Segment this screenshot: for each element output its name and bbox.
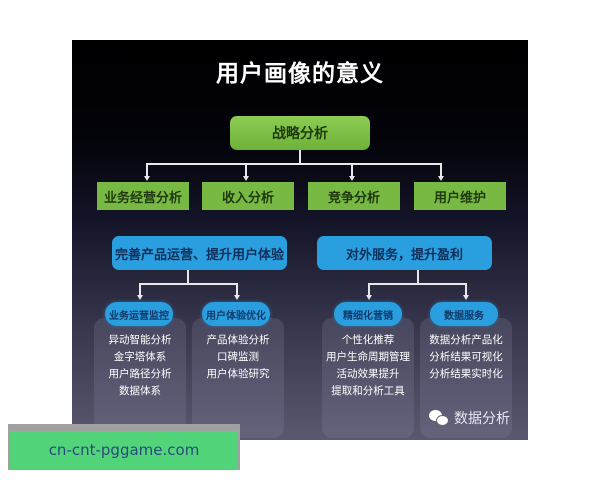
list-item: 分析结果实时化 [429,368,503,380]
connector [417,270,419,284]
watermark-banner: cn-cnt-pggame.com [8,424,240,470]
diagram-title: 用户画像的意义 [216,61,384,87]
connector [440,163,442,176]
connector [245,163,247,176]
node-competition-analysis: 竞争分析 [308,182,400,210]
arrow-icon [234,295,240,300]
arrow-icon [349,176,355,181]
node-business-analysis: 业务经营分析 [97,182,189,210]
connector [236,283,238,295]
list-item: 分析结果可视化 [429,351,503,363]
arrow-icon [144,176,150,181]
node-user-maintenance: 用户维护 [414,182,506,210]
root-label: 战略分析 [272,126,328,142]
list-item: 个性化推荐 [341,334,395,346]
list-item: 异动智能分析 [108,334,172,346]
list-item: 活动效果提升 [336,368,400,380]
goal-label: 完善产品运营、提升用户体验 [114,247,284,263]
watermark-text: cn-cnt-pggame.com [10,431,238,469]
connector [139,283,141,295]
list-item: 产品体验分析 [206,334,270,346]
connector [465,283,467,295]
card-title: 数据服务 [430,302,498,326]
arrow-icon [137,295,143,300]
connector [139,283,238,285]
list-item: 数据分析产品化 [429,334,503,346]
card-ux-optimization [192,318,284,438]
card-items: 异动智能分析 金字塔体系 用户路径分析 数据体系 [94,332,186,400]
connector [368,283,467,285]
goal-external-service: 对外服务，提升盈利 [317,236,492,270]
arrow-icon [463,295,469,300]
node-revenue-analysis: 收入分析 [202,182,294,210]
list-item: 口碑监测 [217,351,259,363]
source-mark-label: 数据分析 [454,411,510,427]
list-item: 用户路径分析 [108,368,172,380]
node-label: 竞争分析 [327,190,380,206]
node-label: 用户维护 [433,190,486,206]
connector [368,283,370,295]
connector [299,150,301,164]
wechat-icon [429,410,449,426]
arrow-icon [243,176,249,181]
list-item: 金字塔体系 [113,351,167,363]
connector [146,163,148,176]
card-title: 用户体验优化 [202,302,270,326]
root-node: 战略分析 [230,116,370,150]
card-precision-marketing [322,318,414,438]
card-items: 个性化推荐 用户生命周期管理 活动效果提升 提取和分析工具 [316,332,420,400]
card-ops-monitoring [94,318,186,438]
goal-label: 对外服务，提升盈利 [345,247,463,263]
connector [146,163,442,165]
card-title: 业务运营监控 [105,302,173,326]
arrow-icon [366,295,372,300]
card-items: 数据分析产品化 分析结果可视化 分析结果实时化 [416,332,516,383]
connector [187,270,189,284]
list-item: 用户体验研究 [206,368,270,380]
list-item: 用户生命周期管理 [326,351,410,363]
card-items: 产品体验分析 口碑监测 用户体验研究 [192,332,284,383]
node-label: 收入分析 [221,190,274,206]
card-title: 精细化营销 [334,302,402,326]
source-mark: 数据分析 [429,408,510,428]
node-label: 业务经营分析 [103,190,182,206]
goal-product-ops: 完善产品运营、提升用户体验 [112,236,287,270]
connector [351,163,353,176]
list-item: 提取和分析工具 [331,385,405,397]
diagram-canvas: 用户画像的意义 战略分析 业务经营分析 收入分析 竞争分析 用户维护 完善产品运… [72,40,528,440]
list-item: 数据体系 [119,385,161,397]
arrow-icon [438,176,444,181]
